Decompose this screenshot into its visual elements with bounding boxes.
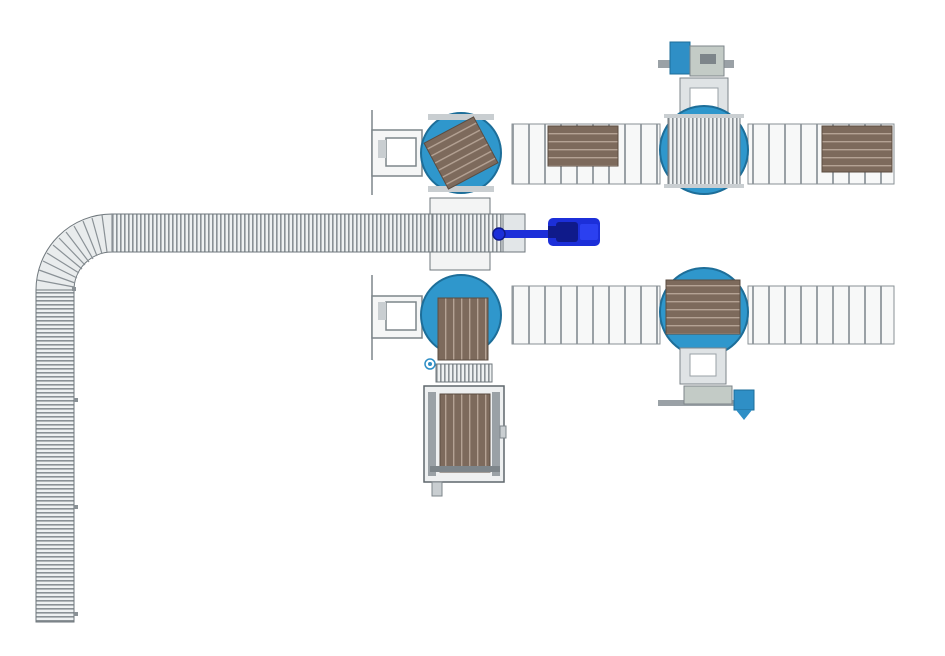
turntable-stand <box>371 110 432 195</box>
roller-conveyor-curved <box>35 213 433 623</box>
sensor-icon <box>424 358 436 370</box>
conveyor-vertical-run <box>35 289 75 623</box>
stretch-wrapper-head <box>658 385 755 420</box>
turntable-bottom-left <box>371 274 502 370</box>
pallet-on-conveyor <box>821 125 893 173</box>
pallet-dispenser <box>423 363 507 497</box>
robot-arm-icon <box>492 218 600 246</box>
pallet-on-conveyor <box>547 125 619 167</box>
pallet-on-turntable <box>423 116 499 190</box>
outfeed-line-top <box>511 41 895 195</box>
turntable-bottom-right <box>659 267 749 385</box>
conveyor-horizontal-run <box>111 213 433 253</box>
stretch-wrapper-head <box>658 41 734 77</box>
turntable-top-right <box>659 77 749 195</box>
outfeed-line-bottom <box>511 267 895 420</box>
turntable-top-left <box>371 110 502 195</box>
conveyor-curve <box>35 213 113 291</box>
